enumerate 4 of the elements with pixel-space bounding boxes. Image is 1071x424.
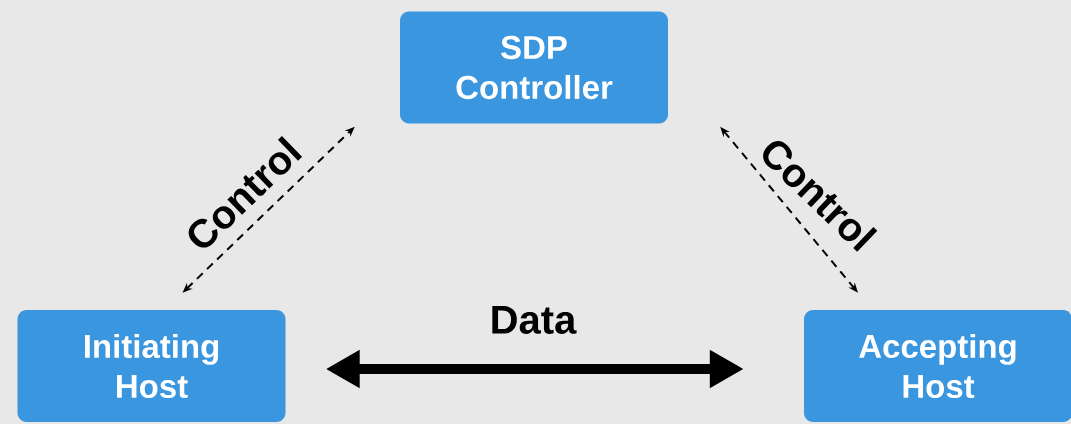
edge-label: Data [488, 305, 578, 335]
host-box: Accepting Host [804, 310, 1071, 422]
host-box: SDP Controller [400, 11, 668, 124]
host-box: Initiating Host [17, 310, 286, 422]
